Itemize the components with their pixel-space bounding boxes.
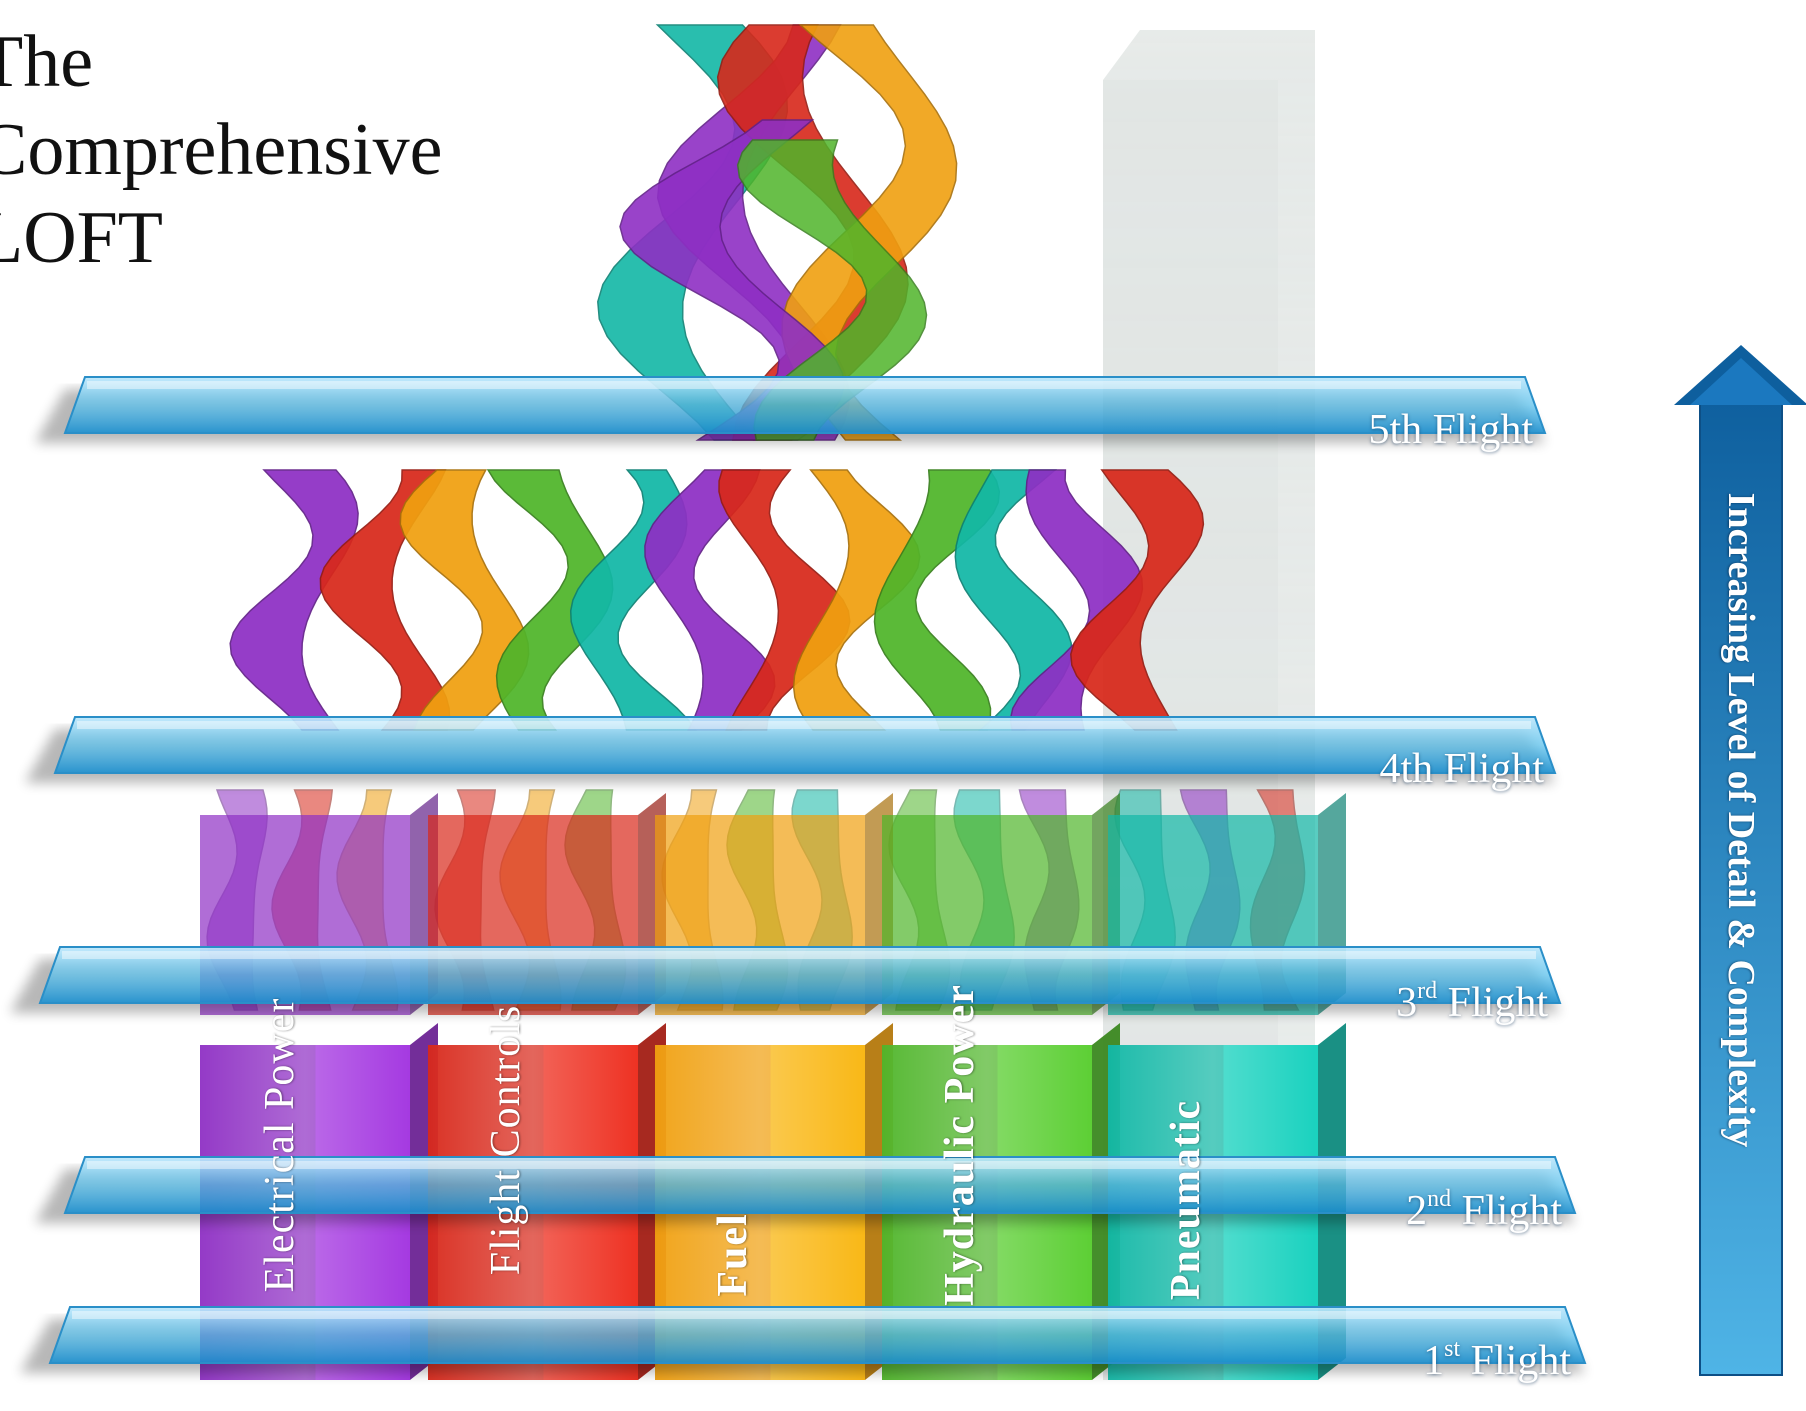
system-label: Pneumatic [1163, 1099, 1209, 1301]
diagram-title: The Comprehensive LOFT [0, 18, 538, 282]
title-line: LOFT [0, 197, 163, 279]
flight-ordinal: 1 [1423, 1338, 1445, 1384]
flight-label: 4th Flight [1379, 745, 1544, 793]
flight-ordinal: 3 [1396, 980, 1418, 1026]
flight-name: 4th Flight [1379, 746, 1544, 792]
flight-word: Flight [1470, 1338, 1571, 1384]
system-column [655, 793, 893, 1380]
flight-suffix: st [1444, 1336, 1461, 1362]
flight-label: 5th Flight [1368, 406, 1533, 454]
title-line: The [0, 21, 94, 103]
system-column [428, 793, 666, 1380]
system-column [1108, 793, 1346, 1380]
flight-name: 5th Flight [1368, 407, 1533, 453]
flight-plane [35, 376, 1547, 443]
complexity-arrow [1674, 345, 1806, 1376]
flight-plane [25, 716, 1557, 783]
arrow-label: Increasing Level of Detail & Complexity [1720, 492, 1762, 1148]
system-ribbons [229, 24, 1205, 731]
flight-word: Flight [1447, 980, 1548, 1026]
system-label: Flight Controls [483, 1004, 529, 1276]
system-label: Hydraulic Power [937, 984, 983, 1306]
system-label: Electrical Power [257, 997, 303, 1293]
flight-suffix: rd [1417, 978, 1438, 1004]
system-label: Fuel [710, 1213, 756, 1297]
system-column [200, 793, 438, 1380]
flight-plane [10, 946, 1562, 1013]
flight-label: 3rd Flight [1396, 978, 1548, 1027]
flight-levels [10, 376, 1587, 1373]
title-line: Comprehensive [0, 109, 443, 191]
flight-label: 1st Flight [1423, 1336, 1571, 1385]
system-column [882, 793, 1120, 1380]
flight-label: 2nd Flight [1406, 1186, 1562, 1235]
flight-suffix: nd [1427, 1186, 1452, 1212]
flight-word: Flight [1461, 1188, 1562, 1234]
flight-plane [20, 1306, 1587, 1373]
flight-ordinal: 2 [1406, 1188, 1428, 1234]
flight-plane [35, 1156, 1577, 1223]
